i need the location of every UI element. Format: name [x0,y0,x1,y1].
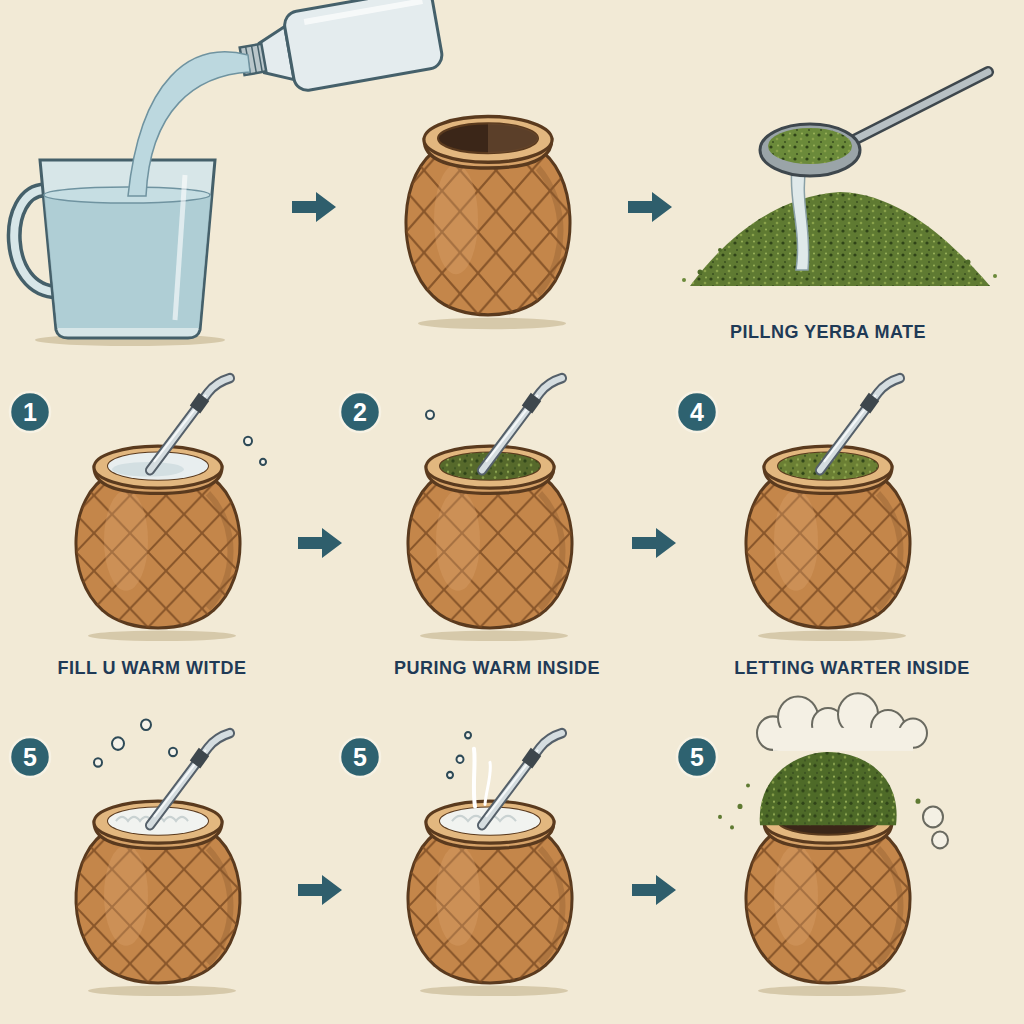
step-arrow [298,875,342,905]
yerba-pile [718,248,722,252]
number-circle [10,737,50,777]
yerba-pile [698,270,703,275]
step-number: 5 [675,735,719,779]
gourd-yerba [426,411,434,419]
yerba-pile [682,192,997,286]
scoop [760,72,988,176]
gourd-yerba [408,378,572,641]
step-arrow [632,875,676,905]
yerba-pile [690,192,990,286]
scoop [768,128,852,164]
step-number: 5 [8,735,52,779]
step-caption: PURING WARM INSIDE [394,658,600,680]
number-circle [677,392,717,432]
scoop [850,72,988,142]
callout-number: 5 [690,745,704,770]
gourd-heap [746,801,910,996]
gourd-heap [718,693,948,996]
empty-gourd [488,123,538,153]
gourd-foam [94,758,102,766]
number-circle [340,737,380,777]
gourd-foam [112,737,124,750]
gourd-heap [923,806,943,827]
water-bottle [304,1,422,22]
gourd-foam [76,719,240,996]
gourd-foam [141,719,151,729]
callout-number: 5 [353,745,367,770]
number-circle [677,737,717,777]
gourd-water [150,378,230,470]
gourd-heap [718,815,722,819]
empty-gourd [406,117,570,330]
gourd-splash [457,756,464,763]
step-arrow [292,192,336,222]
gourd-splash [447,772,453,778]
gourd-heap [932,832,948,849]
number-circle [10,392,50,432]
gourd-water [260,459,266,465]
callout-number: 1 [23,400,37,425]
step-number: 2 [338,390,382,434]
water-bottle [282,0,444,92]
water-stream [791,168,809,270]
step-arrow [632,528,676,558]
gourd-splash [474,749,475,807]
gourd-splash [482,733,562,825]
gourd-water [244,437,252,445]
callout-number: 5 [23,745,37,770]
gourd-heap [760,752,897,825]
gourd-yerba [746,378,910,641]
gourd-splash [485,762,490,804]
callout-number: 2 [353,400,367,425]
water-stream [128,52,250,196]
water-cup [44,195,211,328]
water-cup [14,160,225,346]
step-number: 5 [338,735,382,779]
gourd-foam [150,733,230,825]
gourd-heap [738,804,743,809]
gourd-splash [408,801,572,996]
gourd-heap [718,783,928,829]
gourd-heap [746,783,750,787]
gourd-heap [757,693,948,848]
gourd-yerba [820,378,900,470]
step-number: 1 [8,390,52,434]
water-cup [175,175,185,320]
yerba-pile [690,192,990,286]
gourd-yerba [746,446,910,641]
water-cup [40,160,215,338]
step-arrow [298,528,342,558]
empty-gourd [406,117,570,330]
gourd-splash [408,732,572,996]
scoop [760,124,860,176]
gourd-heap [773,728,913,751]
number-circle [340,392,380,432]
water-bottle [235,0,444,101]
step-caption: LETTING WARTER INSIDE [734,658,970,680]
gourd-splash [465,732,471,738]
gourd-water [76,446,240,641]
callout-number: 4 [690,400,704,425]
scoop [768,128,852,164]
step-caption: FILL U WARM WITDE [57,658,246,680]
yerba-pile [993,274,997,278]
gourd-yerba [408,446,572,641]
scoop [850,72,988,142]
yerba-pile [966,260,971,265]
gourd-heap [730,825,734,829]
step-number: 4 [675,390,719,434]
gourd-yerba [482,378,562,470]
yerba-pile [682,278,686,282]
gourd-foam [169,748,177,756]
gourd-heap [773,728,913,751]
step-caption: PILLNG YERBA MATE [730,322,926,344]
gourd-foam [76,801,240,996]
gourd-heap [760,752,897,825]
gourd-heap [916,799,921,804]
gourd-water [76,378,266,641]
step-arrow [628,192,672,222]
